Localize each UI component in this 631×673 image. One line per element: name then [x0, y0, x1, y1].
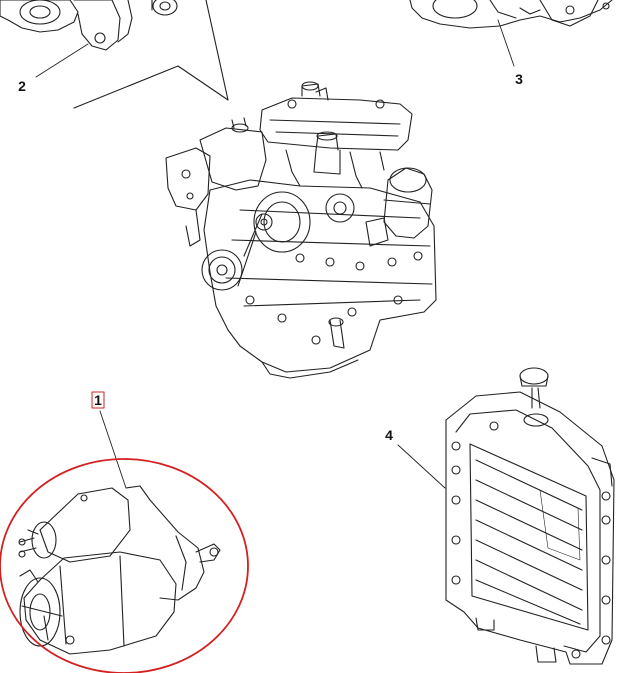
callout-1-box — [91, 391, 105, 409]
leader-line-1 — [99, 410, 127, 489]
callout-label-4[interactable]: 4 — [385, 427, 393, 443]
assembly-pointer-line — [73, 0, 229, 109]
water-pump-part[interactable] — [409, 0, 613, 29]
callout-label-3[interactable]: 3 — [515, 71, 523, 87]
engine-block[interactable] — [165, 81, 437, 379]
callout-label-2[interactable]: 2 — [18, 78, 26, 94]
callout-label-1: 1 — [94, 392, 102, 408]
leader-line-3 — [497, 19, 515, 67]
callout-1[interactable]: 1 — [91, 391, 105, 409]
highlight-circle — [0, 458, 249, 673]
alternator-bracket-part[interactable] — [0, 0, 178, 51]
leader-line-4 — [397, 444, 446, 489]
radiator[interactable] — [445, 367, 615, 665]
starter-motor[interactable] — [18, 485, 221, 655]
leader-line-2 — [35, 43, 89, 78]
